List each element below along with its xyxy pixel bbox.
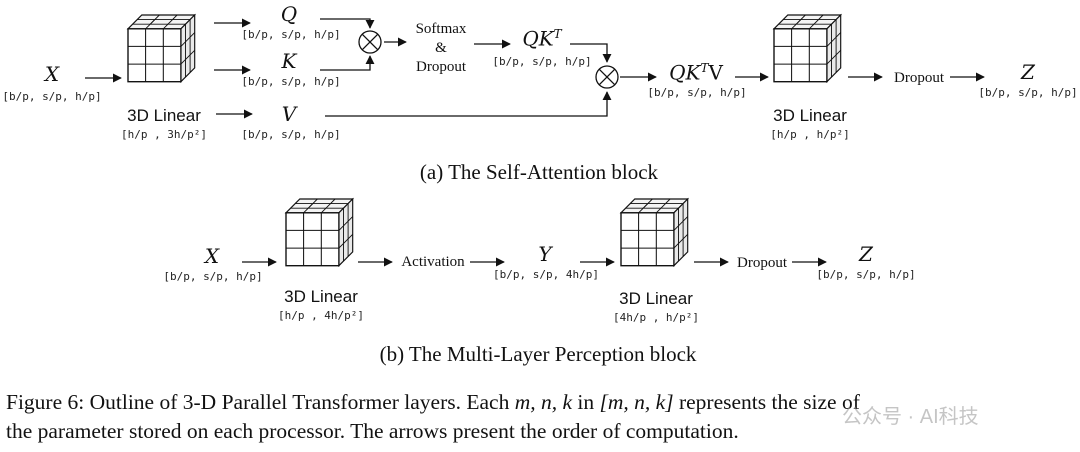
- watermark: 公众号 · AI科技: [842, 406, 979, 428]
- mlp-y-label: Y: [538, 242, 552, 266]
- arrow-qkt-to-mult2: [570, 43, 612, 63]
- mlp-linear2-cube: [620, 198, 689, 267]
- attention-k-shape: [b/p, s/p, h/p]: [241, 75, 341, 88]
- figure-caption-line1: Figure 6: Outline of 3-D Parallel Transf…: [6, 390, 860, 414]
- attention-caption: (a) The Self-Attention block: [419, 160, 659, 184]
- mlp-linear1-label: 3D Linear: [284, 287, 358, 306]
- attention-k-label: K: [281, 49, 297, 73]
- figure-caption-line2: the parameter stored on each processor. …: [6, 419, 739, 443]
- attention-qkt-shape: [b/p, s/p, h/p]: [492, 55, 592, 68]
- mlp-dropout-op: Dropout: [737, 255, 787, 271]
- arrow-q-to-mult1: [320, 18, 375, 29]
- attention-linear2-cube: [773, 14, 842, 83]
- attention-qktv-shape: [b/p, s/p, h/p]: [647, 86, 747, 99]
- mlp-y-shape: [b/p, s/p, 4h/p]: [493, 268, 599, 281]
- mlp-z-label: Z: [859, 242, 873, 266]
- attention-linear1-label: 3D Linear: [127, 106, 201, 125]
- attention-qktv-label: QKTV: [669, 60, 723, 85]
- mlp-linear2-shape: [4h/p , h/p²]: [612, 311, 700, 324]
- attention-linear2-label: 3D Linear: [773, 106, 847, 125]
- attention-q-label: Q: [280, 2, 298, 26]
- attention-dropout-op: Dropout: [894, 70, 944, 86]
- mlp-linear1-shape: [h/p , 4h/p²]: [277, 309, 365, 322]
- attention-linear1-shape: [h/p , 3h/p²]: [120, 128, 208, 141]
- attention-q-shape: [b/p, s/p, h/p]: [241, 28, 341, 41]
- mlp-x-label: X: [204, 244, 220, 268]
- mlp-linear2-label: 3D Linear: [619, 289, 693, 308]
- attention-x-shape: [b/p, s/p, h/p]: [2, 90, 102, 103]
- attention-z-shape: [b/p, s/p, h/p]: [978, 86, 1078, 99]
- multiply-node-qk: [358, 30, 382, 54]
- attention-qkt-label: QKT: [522, 26, 562, 51]
- mlp-activation-op: Activation: [401, 254, 465, 270]
- arrow-k-to-mult1: [320, 55, 375, 71]
- mlp-x-shape: [b/p, s/p, h/p]: [163, 270, 263, 283]
- attention-linear2-shape: [h/p , h/p²]: [770, 128, 850, 141]
- mlp-linear1-cube: [285, 198, 354, 267]
- attention-z-label: Z: [1021, 60, 1035, 84]
- arrow-v-to-mult2: [325, 91, 612, 117]
- multiply-node-qktv: [595, 65, 619, 89]
- mlp-caption: (b) The Multi-Layer Perception block: [379, 342, 697, 366]
- attention-v-shape: [b/p, s/p, h/p]: [241, 128, 341, 141]
- attention-v-label: V: [281, 102, 297, 126]
- softmax-dropout-op: Softmax & Dropout: [415, 21, 467, 75]
- attention-x-label: X: [44, 62, 60, 86]
- mlp-z-shape: [b/p, s/p, h/p]: [816, 268, 916, 281]
- attention-linear1-cube: [127, 14, 196, 83]
